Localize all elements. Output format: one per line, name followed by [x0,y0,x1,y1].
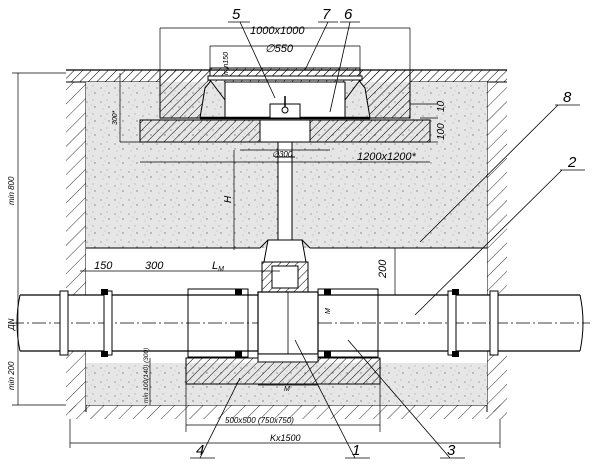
valve-body [257,291,319,355]
hatch-collar [159,69,411,119]
manhole-cover [207,67,363,101]
dim-depth: min 800 [7,176,16,205]
callout-3: 3 [447,442,456,459]
callout-7: 7 [322,6,331,23]
dim-left-300: 300 [145,260,164,272]
flange-right-outer [447,289,499,357]
dim-hatch-size: 1000x1000 [250,25,305,37]
flange-left-inner [187,288,249,358]
valve-stem-top [269,96,301,119]
dim-base-m: M [284,386,290,393]
dim-slab-offset: 300* [112,110,119,125]
dimension-lines [12,27,500,444]
valve-spindle [261,239,309,293]
callout-leaders [190,21,585,459]
soil-left [66,82,87,412]
dim-hatch-diameter: ∅550 [265,43,294,55]
dim-m-right: M [325,308,332,314]
dim-stem-diameter: ∅300 [272,150,293,159]
callout-6: 6 [344,6,353,23]
dim-dn: ДN [7,318,16,331]
dim-hatch-height: min150 [223,52,230,75]
dim-bottom-min200: min 200 [7,361,16,390]
callout-2: 2 [567,154,577,171]
callout-1: 1 [352,442,360,459]
dim-left-150: 150 [94,260,113,272]
callout-5: 5 [232,6,241,23]
cover-slab [139,119,431,143]
callout-4: 4 [196,442,204,459]
flange-right-inner [317,288,379,358]
dim-slab-10: 10 [436,100,447,112]
flange-left-outer [59,289,113,357]
dim-lm: LM [212,260,224,273]
dim-right-200: 200 [377,259,389,279]
callout-8: 8 [563,89,572,106]
dim-slab-size: 1200x1200* [357,151,416,163]
dim-base-500: 500x500 (750x750) [225,416,294,425]
dim-slab-100: 100 [436,123,447,140]
dim-kx1500: Kx1500 [270,433,301,443]
dim-height-h: H [223,195,234,203]
valve-support-base [185,353,381,385]
dim-base-height: min 100(140) (300) [143,348,150,403]
soil-right [486,82,507,412]
